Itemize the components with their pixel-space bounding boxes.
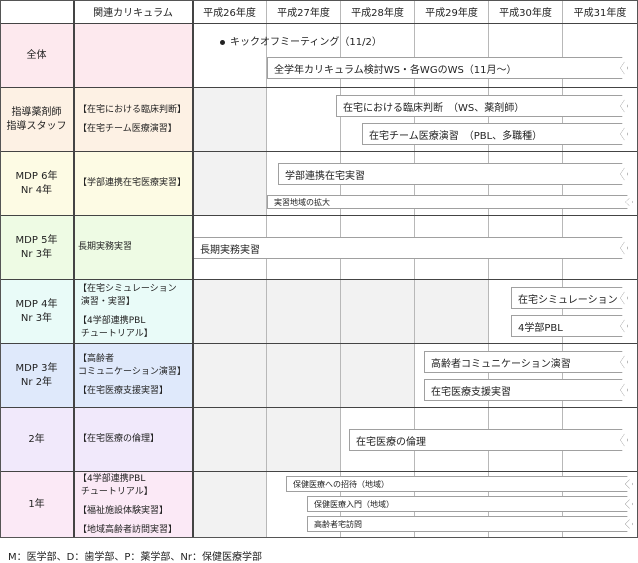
curriculum-item: 【学部連携在宅医療実習】: [78, 178, 187, 188]
timeline-bar: 在宅医療の倫理: [349, 429, 628, 451]
row-separator: [0, 215, 638, 216]
curriculum-item: 【地域高齢者訪問実習】: [78, 524, 178, 535]
timeline-cell: [415, 280, 489, 344]
curriculum-item: 【4学部連携PBL チュートリアル】: [78, 473, 153, 497]
kickoff-label: キックオフミーティング（11/2）: [230, 37, 382, 48]
timeline-cell: [193, 24, 267, 88]
header-year-6: 平成31年度: [563, 0, 638, 24]
timeline-bar: 在宅における臨床判断 （WS、薬剤師）: [336, 95, 628, 117]
timeline-cell: [193, 472, 267, 538]
column-separator: [73, 0, 75, 538]
row-separator: [0, 279, 638, 280]
curriculum-item: 【在宅チーム医療演習】: [78, 123, 177, 134]
timeline-bar: 実習地域の拡大: [267, 195, 633, 209]
footnote: M：医学部、D：歯学部、P：薬学部、Nr：保健医療学部: [8, 552, 262, 563]
timeline-cell: [193, 344, 267, 408]
curriculum-item: 【在宅シミュレーション 演習・実習】: [78, 283, 177, 307]
header-year-2: 平成27年度: [267, 0, 341, 24]
curriculum-item: 長期実務実習: [78, 242, 133, 252]
header-year-4: 平成29年度: [415, 0, 489, 24]
row-separator: [0, 343, 638, 344]
timeline-cell: [267, 88, 341, 152]
row-curriculum: 【在宅医療の倫理】: [74, 408, 193, 472]
timeline-bar: 高齢者宅訪問: [307, 516, 633, 532]
column-separator: [192, 0, 194, 538]
timeline-bar: 4学部PBL: [511, 315, 628, 337]
row-label: 全体: [0, 24, 74, 88]
row-curriculum: 【高齢者 コミュニケーション演習】【在宅医療支援実習】: [74, 344, 193, 408]
bullet-dot-icon: [220, 39, 225, 45]
row-label: 2年: [0, 408, 74, 472]
header-blank: [0, 0, 74, 24]
row-label: MDP 3年 Nr 2年: [0, 344, 74, 408]
row-separator: [0, 471, 638, 472]
timeline-cell: [193, 408, 267, 472]
row-label: MDP 5年 Nr 3年: [0, 216, 74, 280]
header-year-5: 平成30年度: [489, 0, 563, 24]
kickoff-milestone: キックオフミーティング（11/2）: [220, 33, 382, 48]
timeline-bar: 長期実務実習: [193, 237, 628, 259]
timeline-bar: 学部連携在宅実習: [278, 163, 628, 185]
row-separator: [0, 151, 638, 152]
row-separator: [0, 407, 638, 408]
row-label: MDP 4年 Nr 3年: [0, 280, 74, 344]
row-separator: [0, 87, 638, 88]
timeline-cell: [267, 408, 341, 472]
header-year-1: 平成26年度: [193, 0, 267, 24]
row-separator: [0, 23, 638, 24]
timeline-bar: 在宅医療支援実習: [424, 379, 628, 401]
curriculum-item: 【4学部連携PBL チュートリアル】: [78, 315, 153, 339]
timeline-cell: [267, 344, 341, 408]
row-label: 指導薬剤師 指導スタッフ: [0, 88, 74, 152]
timeline-bar: 在宅チーム医療演習 （PBL、多職種）: [362, 123, 628, 145]
timeline-cell: [341, 344, 415, 408]
timeline-cell: [267, 280, 341, 344]
row-curriculum: 【在宅における臨床判断】【在宅チーム医療演習】: [74, 88, 193, 152]
curriculum-item: 【高齢者 コミュニケーション演習】: [78, 354, 186, 377]
header-curriculum: 関連カリキュラム: [74, 0, 193, 24]
row-curriculum: 【4学部連携PBL チュートリアル】【福祉施設体験実習】【地域高齢者訪問実習】: [74, 472, 193, 538]
timeline-cell: [193, 280, 267, 344]
row-curriculum: [74, 24, 193, 88]
curriculum-item: 【在宅医療支援実習】: [78, 386, 169, 396]
row-curriculum: 【学部連携在宅医療実習】: [74, 152, 193, 216]
timeline-cell: [341, 280, 415, 344]
row-label: MDP 6年 Nr 4年: [0, 152, 74, 216]
header-year-3: 平成28年度: [341, 0, 415, 24]
timeline-bar: 全学年カリキュラム検討WS・各WGのWS（11月～）: [267, 57, 628, 79]
timeline-cell: [193, 88, 267, 152]
curriculum-item: 【福祉施設体験実習】: [78, 505, 169, 516]
curriculum-item: 【在宅医療の倫理】: [78, 434, 160, 444]
curriculum-item: 【在宅における臨床判断】: [78, 104, 187, 115]
row-label: 1年: [0, 472, 74, 538]
timeline-bar: 保健医療への招待（地域）: [286, 476, 633, 492]
timeline-cell: [193, 152, 267, 216]
timeline-bar: 保健医療入門（地域）: [307, 496, 633, 512]
timeline-bar: 在宅シミュレーション: [511, 287, 628, 309]
timeline-bar: 高齢者コミュニケーション演習: [424, 351, 628, 373]
row-curriculum: 長期実務実習: [74, 216, 193, 280]
row-curriculum: 【在宅シミュレーション 演習・実習】【4学部連携PBL チュートリアル】: [74, 280, 193, 344]
